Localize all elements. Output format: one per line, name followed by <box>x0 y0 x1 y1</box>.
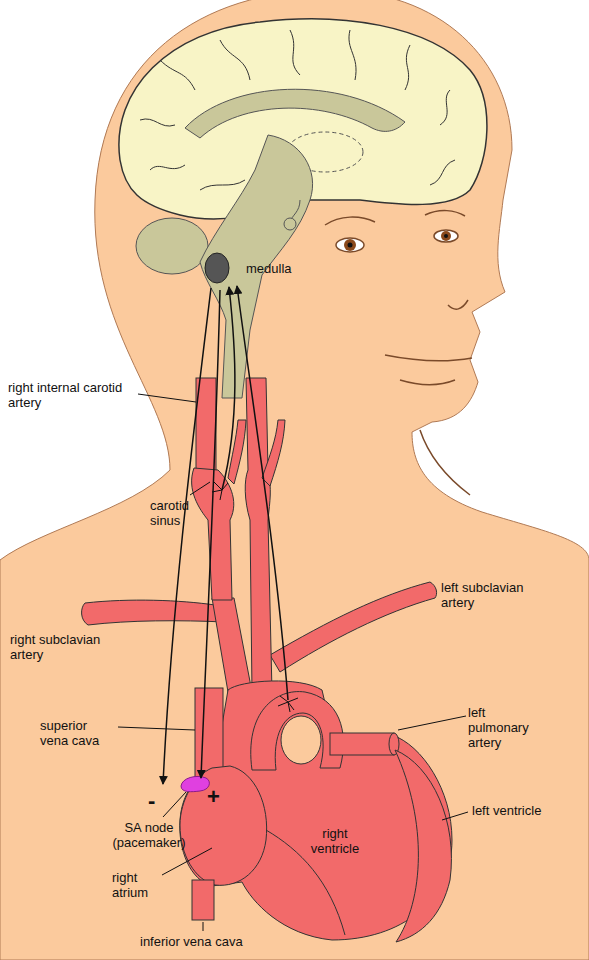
medulla-shape <box>205 253 229 283</box>
structure-label: medulla <box>246 261 316 276</box>
structure-label: superior vena cava <box>40 718 116 748</box>
inhibit-sign: - <box>148 790 162 812</box>
structure-label: carotid sinus <box>150 498 206 528</box>
heart <box>180 681 452 942</box>
face-details <box>325 211 472 495</box>
nerve-arrows <box>163 286 288 784</box>
excite-sign: + <box>207 786 223 808</box>
structure-label: left ventricle <box>472 803 542 818</box>
corpus-callosum <box>185 89 405 138</box>
sa-node <box>181 776 209 791</box>
structure-label: inferior vena cava <box>140 934 290 949</box>
structure-label: SA node (pacemaker) <box>104 820 194 850</box>
receptor-endings <box>212 482 298 712</box>
structure-label: right atrium <box>112 870 167 900</box>
leader-lines <box>118 394 468 931</box>
structure-label: left pulmonary artery <box>468 705 548 750</box>
cerebellum <box>136 218 208 274</box>
structure-label: left subclavian artery <box>441 580 549 610</box>
structure-label: right internal carotid artery <box>8 380 133 410</box>
arteries <box>82 378 437 692</box>
pituitary <box>284 218 296 230</box>
structure-label: right subclavian artery <box>10 632 120 662</box>
structure-label: right ventricle <box>300 826 370 856</box>
